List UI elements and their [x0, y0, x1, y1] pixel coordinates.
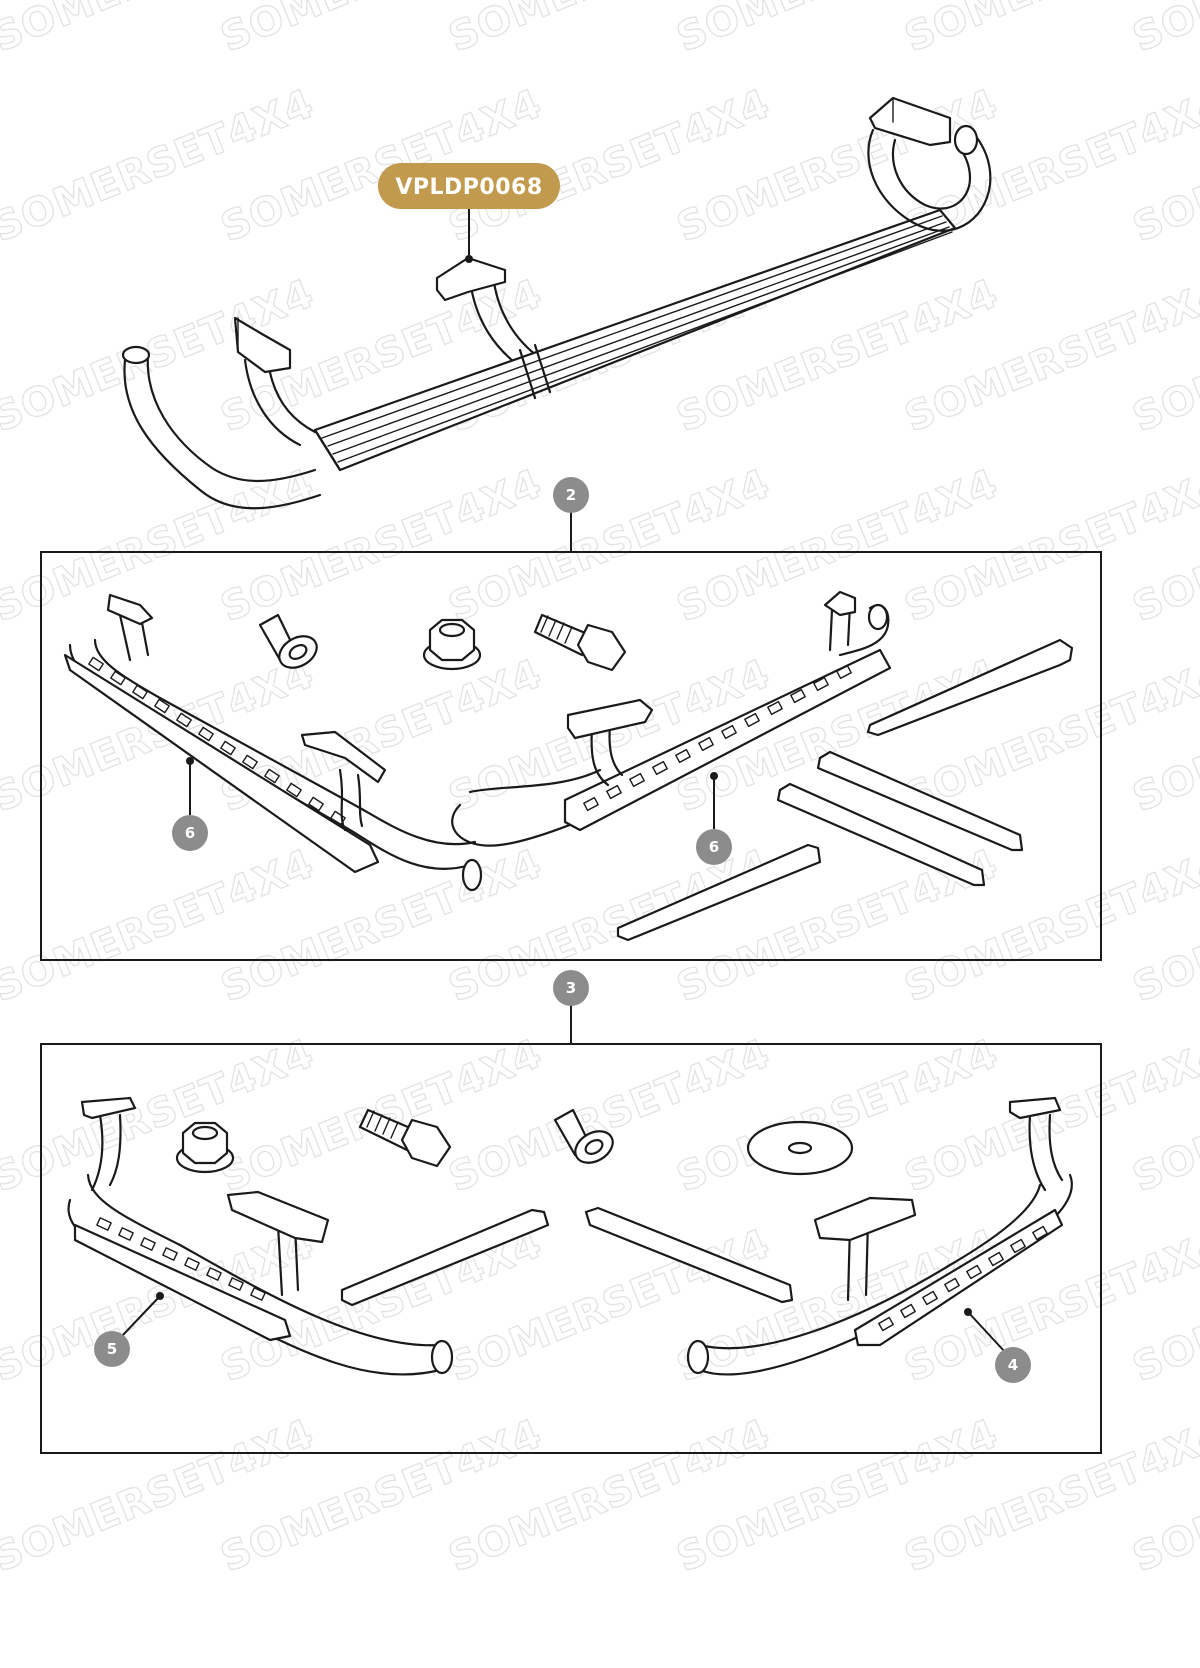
callout-step-bottom-left: 5	[94, 1292, 164, 1367]
callout-number: 6	[185, 824, 195, 842]
part-number-label: VPLDP0068	[378, 163, 560, 263]
callout-number: 3	[566, 979, 576, 997]
callout-step-top-left: 6	[172, 757, 208, 851]
callout-number: 4	[1008, 1356, 1018, 1374]
callout-number: 5	[107, 1340, 117, 1358]
side-step-assembly-drawing	[121, 96, 992, 510]
callout-number: 2	[566, 486, 576, 504]
callout-step-bottom-right: 4	[964, 1308, 1031, 1383]
watermark-text: SOMERSET4X4	[1127, 0, 1200, 61]
kit-box-bottom	[40, 1043, 1102, 1454]
kit-top-parts	[63, 590, 1074, 942]
kit-bottom-parts	[67, 1096, 1073, 1376]
callout-group-bottom: 3	[553, 970, 589, 1044]
kit-box-top	[40, 551, 1102, 961]
part-number-text: VPLDP0068	[395, 175, 542, 200]
callout-number: 6	[709, 838, 719, 856]
callout-step-top-right: 6	[696, 772, 732, 865]
callout-group-top: 2	[553, 477, 589, 552]
